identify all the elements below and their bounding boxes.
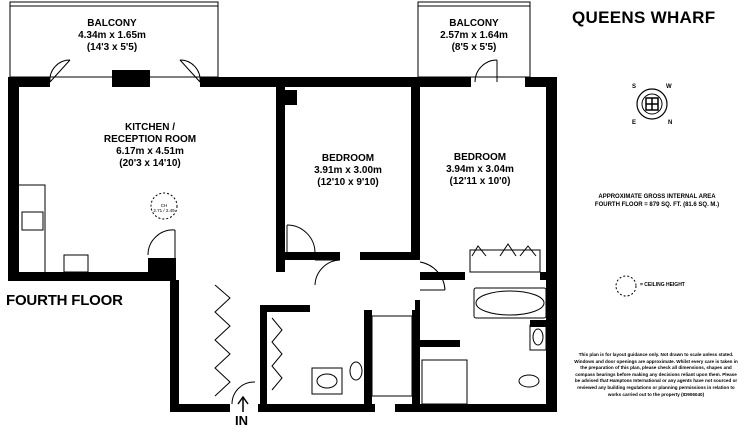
legend-ceiling-height: = CEILING HEIGHT xyxy=(640,282,685,288)
compass-icon xyxy=(636,88,668,120)
room-name: RECEPTION ROOM xyxy=(103,134,197,145)
room-imperial: (14'3 x 5'5) xyxy=(86,42,138,53)
floor-label: FOURTH FLOOR xyxy=(6,292,123,309)
room-imperial: (8'5 x 5'5) xyxy=(451,42,497,53)
ceiling-height-code: CH xyxy=(160,203,168,208)
room-name: BALCONY xyxy=(449,18,499,29)
room-name: BEDROOM xyxy=(453,152,507,163)
legend-ceiling-circle xyxy=(615,275,637,297)
room-name: BALCONY xyxy=(87,18,137,29)
room-label-bedroom-right: BEDROOM 3.94m x 3.04m (12'11 x 10'0) xyxy=(446,152,514,188)
room-metric: 3.91m x 3.00m xyxy=(314,165,382,176)
room-name: KITCHEN / xyxy=(124,122,175,133)
compass-n: N xyxy=(668,120,673,126)
thin-lines xyxy=(9,1,547,405)
entrance-label: IN xyxy=(235,413,248,428)
property-name: QUEENS WHARF xyxy=(572,8,716,27)
room-metric: 6.17m x 4.51m xyxy=(116,146,184,157)
room-label-balcony-left: BALCONY 4.34m x 1.65m (14'3 x 5'5) xyxy=(78,18,146,54)
room-metric: 4.34m x 1.65m xyxy=(78,30,146,41)
room-imperial: (20'3 x 14'10) xyxy=(119,158,181,169)
ceiling-height-label: CH 2.71 / 2.49 xyxy=(152,203,176,213)
compass-e: E xyxy=(632,120,637,126)
room-imperial: (12'10 x 9'10) xyxy=(317,177,379,188)
room-label-bedroom-middle: BEDROOM 3.91m x 3.00m (12'10 x 9'10) xyxy=(314,153,382,189)
area-line-1: APPROXIMATE GROSS INTERNAL AREA xyxy=(598,194,716,200)
area-summary: APPROXIMATE GROSS INTERNAL AREA FOURTH F… xyxy=(572,193,742,209)
area-line-2: FOURTH FLOOR = 879 SQ. FT. (81.6 SQ. M.) xyxy=(594,202,720,208)
walls xyxy=(8,70,557,412)
room-metric: 2.57m x 1.64m xyxy=(440,30,508,41)
ceiling-height-value: 2.71 / 2.49 xyxy=(153,208,175,213)
room-name: BEDROOM xyxy=(321,153,375,164)
room-label-kitchen-reception: KITCHEN / RECEPTION ROOM 6.17m x 4.51m (… xyxy=(104,122,196,170)
room-metric: 3.94m x 3.04m xyxy=(446,164,514,175)
compass-s: S xyxy=(632,84,637,90)
room-label-balcony-right: BALCONY 2.57m x 1.64m (8'5 x 5'5) xyxy=(440,18,508,54)
room-imperial: (12'11 x 10'0) xyxy=(449,176,511,187)
compass-w: W xyxy=(666,84,672,90)
entrance-arrow xyxy=(237,395,249,412)
disclaimer-text: This plan is for layout guidance only. N… xyxy=(574,352,738,397)
ceiling-height-marker xyxy=(150,192,178,220)
door-swings xyxy=(49,59,537,405)
